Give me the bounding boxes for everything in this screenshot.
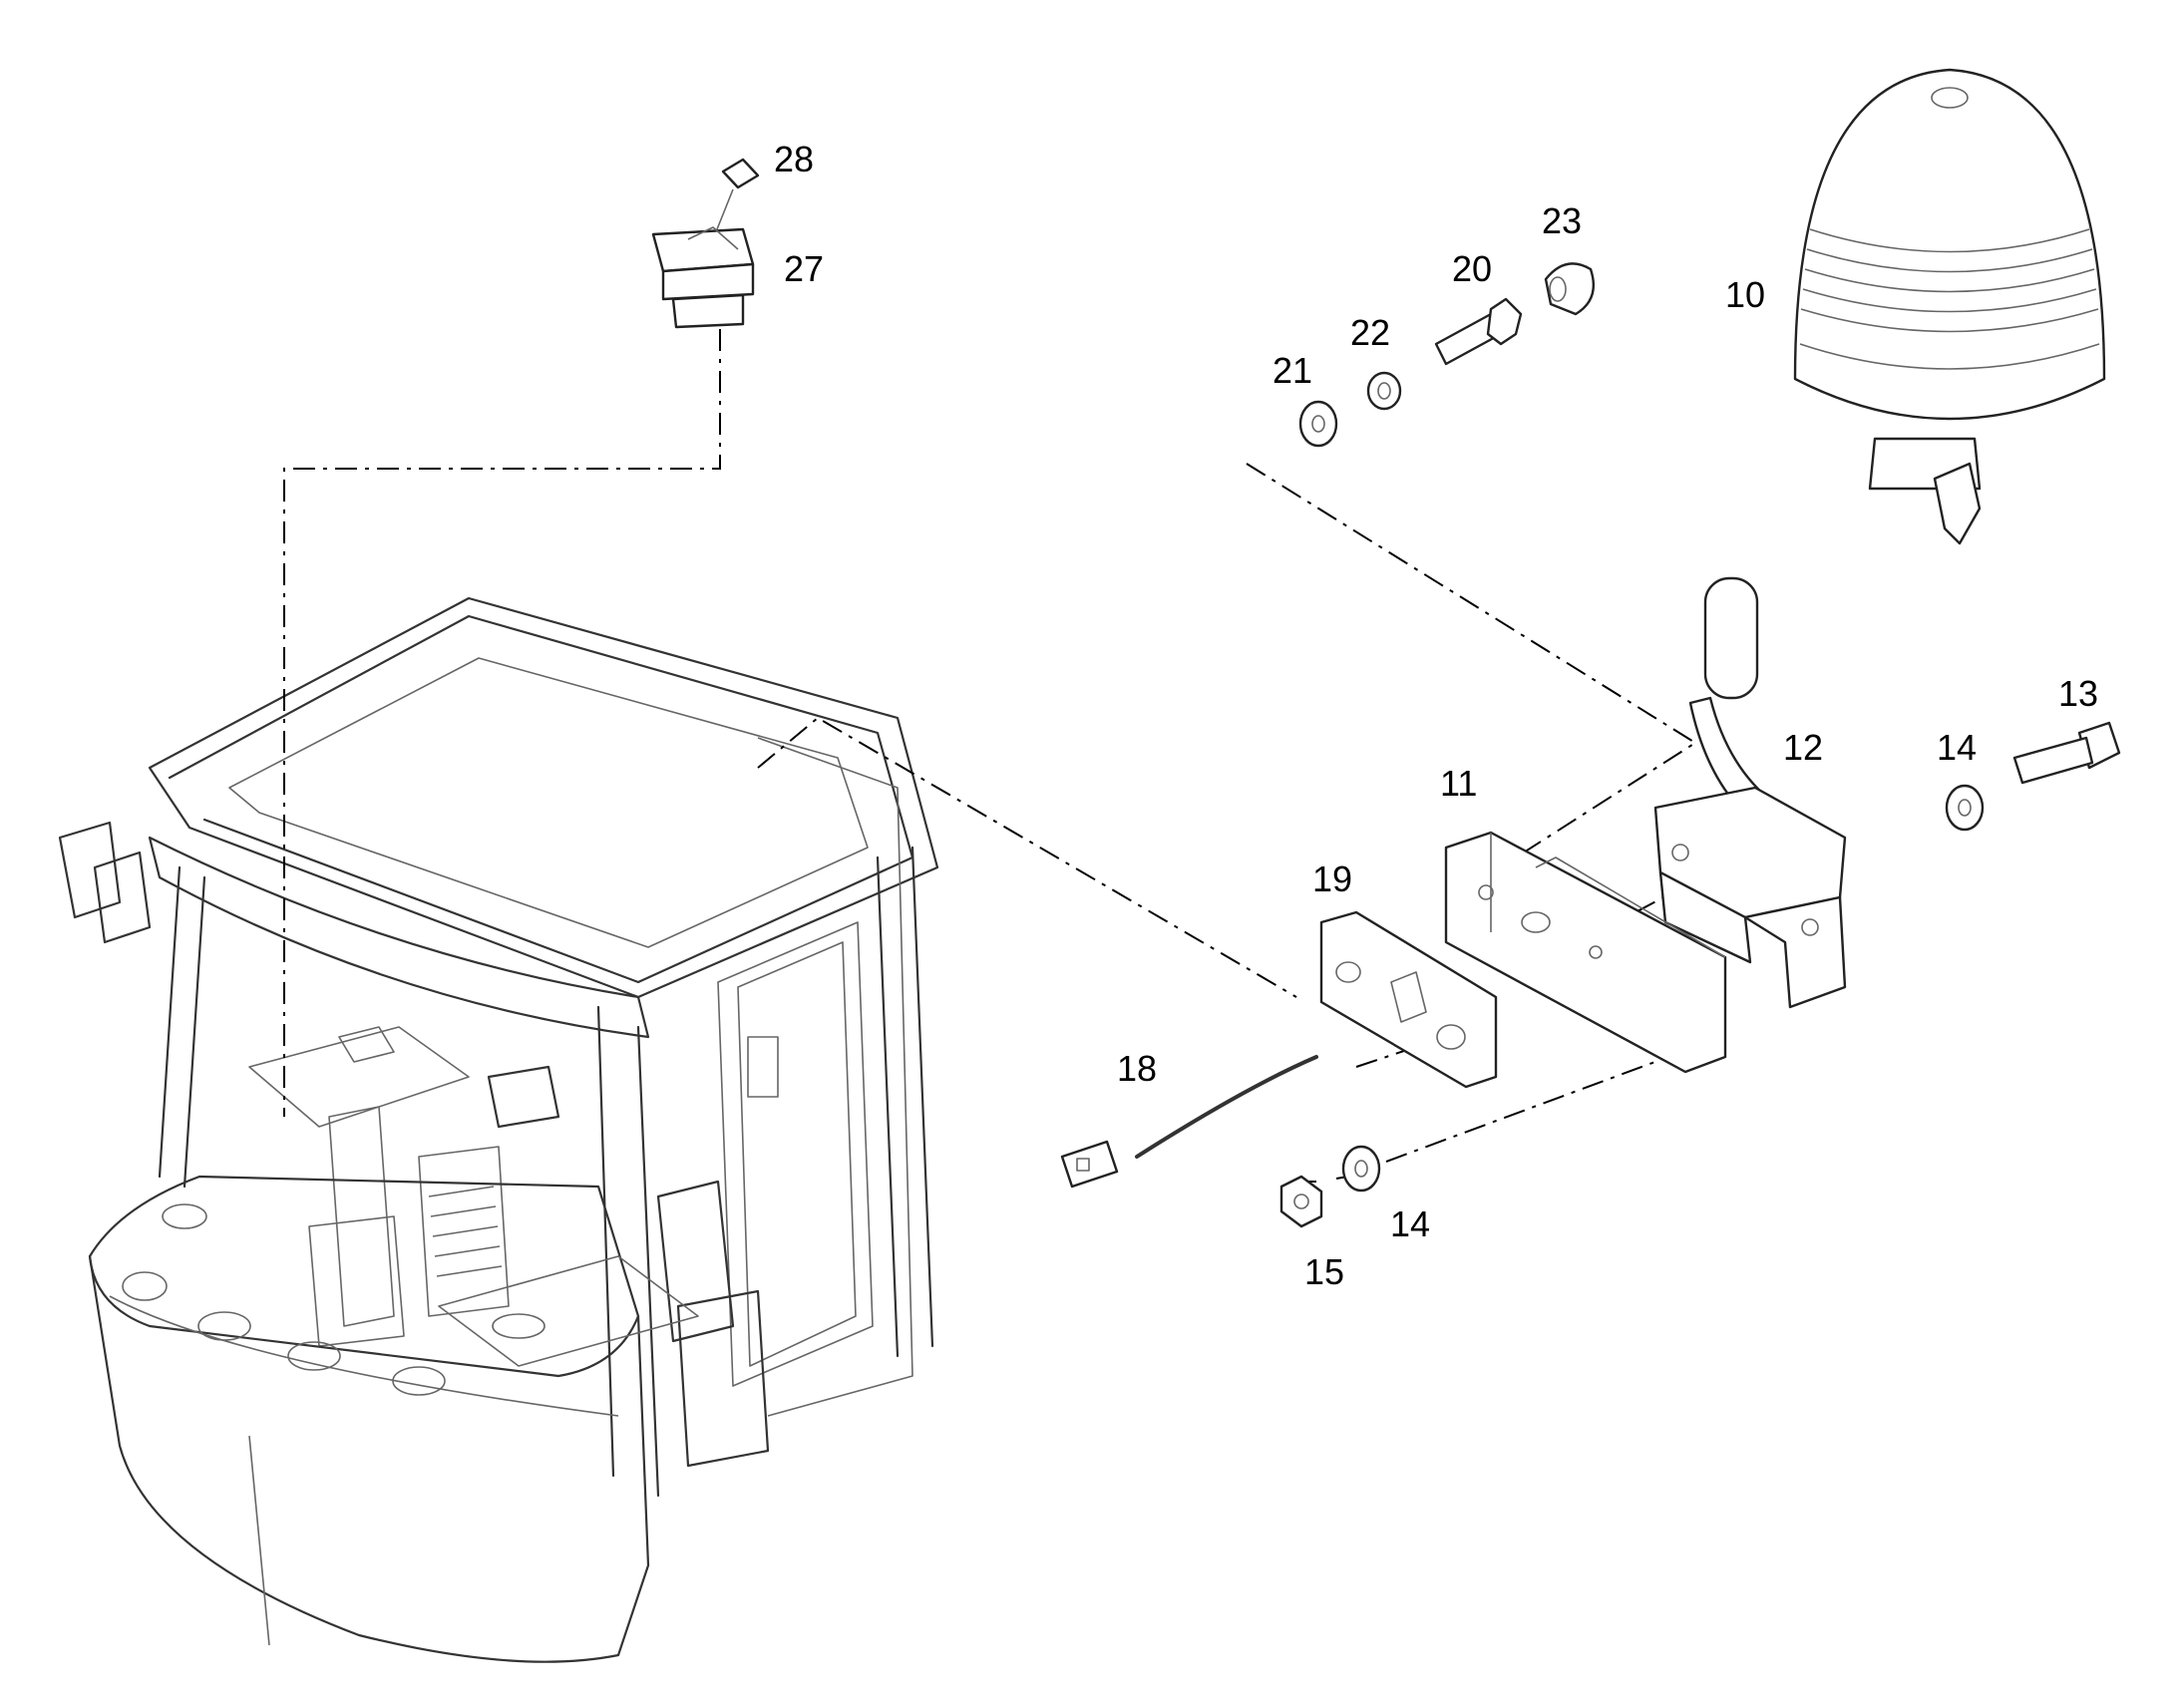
callout-22: 22 <box>1350 312 1390 353</box>
callout-20: 20 <box>1452 248 1492 289</box>
part-22-lock-washer <box>1366 371 1402 411</box>
part-15-nut <box>1279 1175 1323 1228</box>
callout-14-upper: 14 <box>1937 727 1977 768</box>
part-18-cable <box>1060 1055 1318 1189</box>
callout-23: 23 <box>1542 200 1582 241</box>
part-20-bolt <box>1434 297 1523 366</box>
callout-labels: 28 27 23 20 22 21 10 13 12 14 11 19 18 1… <box>774 139 2098 1292</box>
callout-21: 21 <box>1272 350 1312 391</box>
part-13-bolt <box>2012 721 2121 785</box>
callout-28: 28 <box>774 139 814 179</box>
part-19-plate <box>1319 910 1498 1089</box>
part-11-mounting-bar <box>1444 831 1727 1074</box>
callout-10: 10 <box>1725 274 1765 315</box>
part-21-washer <box>1298 400 1338 448</box>
leader-lines <box>283 329 1776 1183</box>
callout-12: 12 <box>1783 727 1823 768</box>
callout-18: 18 <box>1117 1048 1157 1089</box>
part-10-beacon-lamp <box>1793 68 2106 545</box>
cab-illustration <box>58 596 939 1663</box>
callout-19: 19 <box>1312 858 1352 899</box>
callout-14-lower: 14 <box>1390 1203 1430 1244</box>
callout-13: 13 <box>2058 673 2098 714</box>
part-27-rocker-switch <box>651 226 755 329</box>
part-12-lamp-bracket <box>1653 576 1847 1009</box>
part-14-washer-upper <box>1945 784 1985 832</box>
callout-11: 11 <box>1440 763 1477 804</box>
part-23-cap-nut <box>1544 262 1596 316</box>
part-14-washer-lower <box>1341 1145 1381 1193</box>
part-28-switch-lens <box>712 158 760 240</box>
callout-27: 27 <box>784 248 824 289</box>
callout-15: 15 <box>1304 1251 1344 1292</box>
